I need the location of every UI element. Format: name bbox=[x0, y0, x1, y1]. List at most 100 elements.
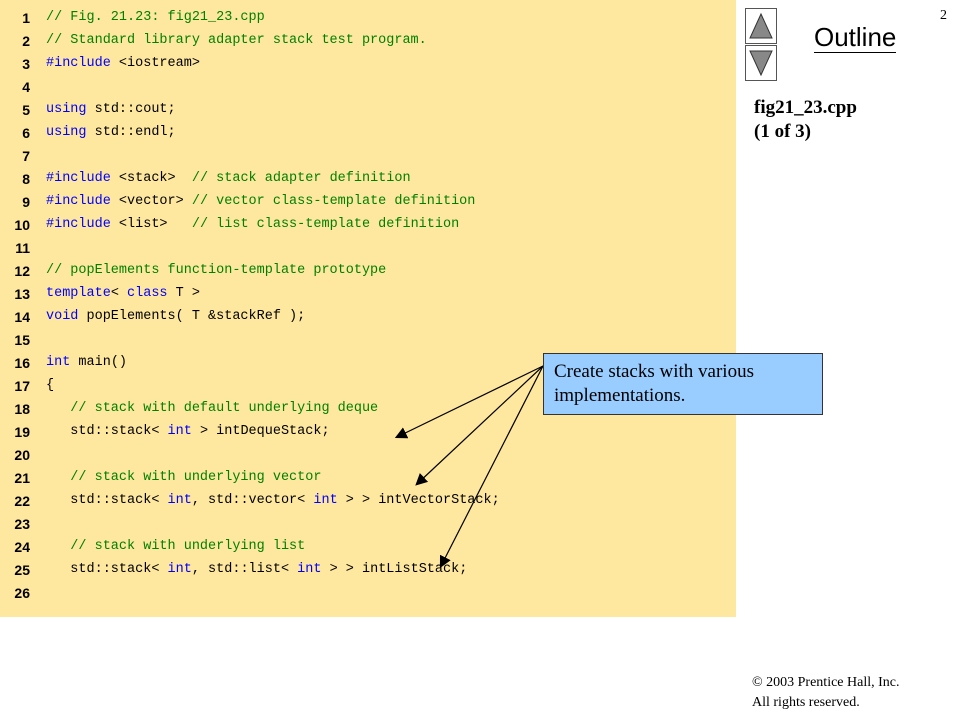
code-text: // Fig. 21.23: fig21_23.cpp bbox=[46, 10, 265, 25]
line-number: 19 bbox=[14, 423, 30, 440]
copyright-line-2: All rights reserved. bbox=[752, 695, 860, 710]
code-text: // Standard library adapter stack test p… bbox=[46, 33, 427, 48]
line-number: 15 bbox=[14, 331, 30, 348]
code-text: #include <vector> // vector class-templa… bbox=[46, 194, 475, 209]
comment-token: // stack with underlying vector bbox=[46, 470, 322, 485]
plain-token: , std::vector< bbox=[191, 493, 314, 508]
code-line: 16 int main() bbox=[0, 351, 736, 374]
line-number: 5 bbox=[22, 101, 30, 118]
code-line: 9 #include <vector> // vector class-templ… bbox=[0, 190, 736, 213]
code-text: // stack with underlying vector bbox=[46, 470, 321, 485]
line-number: 21 bbox=[14, 469, 30, 486]
code-line: 15 bbox=[0, 328, 736, 351]
code-line: 23 bbox=[0, 512, 736, 535]
plain-token: std::cout; bbox=[86, 102, 176, 117]
code-line: 14 void popElements( T &stackRef ); bbox=[0, 305, 736, 328]
code-line: 22 std::stack< int, std::vector< int > >… bbox=[0, 489, 736, 512]
copyright-notice: © 2003 Prentice Hall, Inc. All rights re… bbox=[752, 673, 900, 713]
comment-token: // Standard library adapter stack test p… bbox=[46, 33, 427, 48]
code-line: 13 template< class T > bbox=[0, 282, 736, 305]
plain-token: std::endl; bbox=[86, 125, 176, 140]
plain-token: > intDequeStack; bbox=[191, 424, 330, 439]
comment-token: // popElements function-template prototy… bbox=[46, 263, 387, 278]
plain-token: std::stack< bbox=[46, 493, 168, 508]
plain-token: std::stack< bbox=[46, 424, 168, 439]
plain-token: main() bbox=[70, 355, 128, 370]
arrow-to-vector-stack bbox=[415, 365, 544, 486]
code-text: // stack with underlying list bbox=[46, 539, 305, 554]
line-number: 10 bbox=[14, 216, 30, 233]
code-line: 4 bbox=[0, 75, 736, 98]
line-number: 7 bbox=[22, 147, 30, 164]
plain-token: std::stack< bbox=[46, 562, 168, 577]
line-number: 1 bbox=[22, 9, 30, 26]
code-text: #include <stack> // stack adapter defini… bbox=[46, 171, 411, 186]
comment-token: // stack adapter definition bbox=[191, 171, 411, 186]
line-number: 23 bbox=[14, 515, 30, 532]
line-number: 25 bbox=[14, 561, 30, 578]
plain-token: , std::list< bbox=[191, 562, 298, 577]
plain-token: <iostream> bbox=[118, 56, 200, 71]
code-text: std::stack< int, std::vector< int > > in… bbox=[46, 493, 499, 508]
line-number: 12 bbox=[14, 262, 30, 279]
line-number: 26 bbox=[14, 584, 30, 601]
line-number: 8 bbox=[22, 170, 30, 187]
keyword-token: int bbox=[297, 562, 322, 577]
line-number: 13 bbox=[14, 285, 30, 302]
previous-slide-button[interactable] bbox=[745, 8, 777, 44]
code-text: #include <iostream> bbox=[46, 56, 200, 71]
keyword-token: int bbox=[46, 355, 71, 370]
code-listing-panel: 1 // Fig. 21.23: fig21_23.cpp 2// Standard… bbox=[0, 0, 736, 617]
code-line: 19 std::stack< int > intDequeStack; bbox=[0, 420, 736, 443]
code-line: 8 #include <stack> // stack adapter defin… bbox=[0, 167, 736, 190]
code-text: void popElements( T &stackRef ); bbox=[46, 309, 305, 324]
line-number: 24 bbox=[14, 538, 30, 555]
next-slide-button[interactable] bbox=[745, 45, 777, 81]
keyword-token: #include bbox=[46, 194, 119, 209]
keyword-token: using bbox=[46, 125, 87, 140]
keyword-token: void bbox=[46, 309, 79, 324]
plain-token: { bbox=[46, 378, 55, 393]
page-number: 2 bbox=[940, 8, 947, 23]
comment-token: // stack with underlying list bbox=[46, 539, 306, 554]
arrow-to-deque-stack bbox=[394, 365, 544, 439]
line-number: 17 bbox=[14, 377, 30, 394]
line-number: 11 bbox=[15, 239, 30, 256]
copyright-line-1: © 2003 Prentice Hall, Inc. bbox=[752, 675, 900, 690]
code-text: // popElements function-template prototy… bbox=[46, 263, 386, 278]
comment-token: // list class-template definition bbox=[191, 217, 460, 232]
code-text: using std::endl; bbox=[46, 125, 176, 140]
comment-token: // vector class-template definition bbox=[191, 194, 476, 209]
keyword-token: int bbox=[167, 493, 192, 508]
plain-token: popElements( T &stackRef ); bbox=[78, 309, 306, 324]
comment-token: // stack with default underlying deque bbox=[46, 401, 379, 416]
plain-token: <list> bbox=[118, 217, 192, 232]
code-line: 3#include <iostream> bbox=[0, 52, 736, 75]
code-line: 11 bbox=[0, 236, 736, 259]
code-text: // stack with default underlying deque bbox=[46, 401, 378, 416]
code-text: template< class T > bbox=[46, 286, 200, 301]
keyword-token: class bbox=[127, 286, 168, 301]
code-line: 2// Standard library adapter stack test … bbox=[0, 29, 736, 52]
line-number: 16 bbox=[14, 354, 30, 371]
plain-token: <vector> bbox=[118, 194, 192, 209]
code-line: 18 // stack with default underlying dequ… bbox=[0, 397, 736, 420]
triangle-down-icon bbox=[749, 50, 773, 77]
code-line: 10 #include <list> // list class-template… bbox=[0, 213, 736, 236]
keyword-token: #include bbox=[46, 171, 119, 186]
outline-title: Outline bbox=[814, 22, 897, 53]
file-label: fig21_23.cpp (1 of 3) bbox=[754, 96, 857, 144]
code-line: 20 bbox=[0, 443, 736, 466]
plain-token: < bbox=[110, 286, 128, 301]
code-text: using std::cout; bbox=[46, 102, 176, 117]
line-number: 14 bbox=[14, 308, 30, 325]
keyword-token: int bbox=[167, 424, 192, 439]
arrow-to-list-stack bbox=[439, 365, 544, 569]
keyword-token: int bbox=[167, 562, 192, 577]
keyword-token: #include bbox=[46, 217, 119, 232]
plain-token: T > bbox=[167, 286, 200, 301]
line-number: 9 bbox=[22, 193, 30, 210]
line-number: 22 bbox=[14, 492, 30, 509]
